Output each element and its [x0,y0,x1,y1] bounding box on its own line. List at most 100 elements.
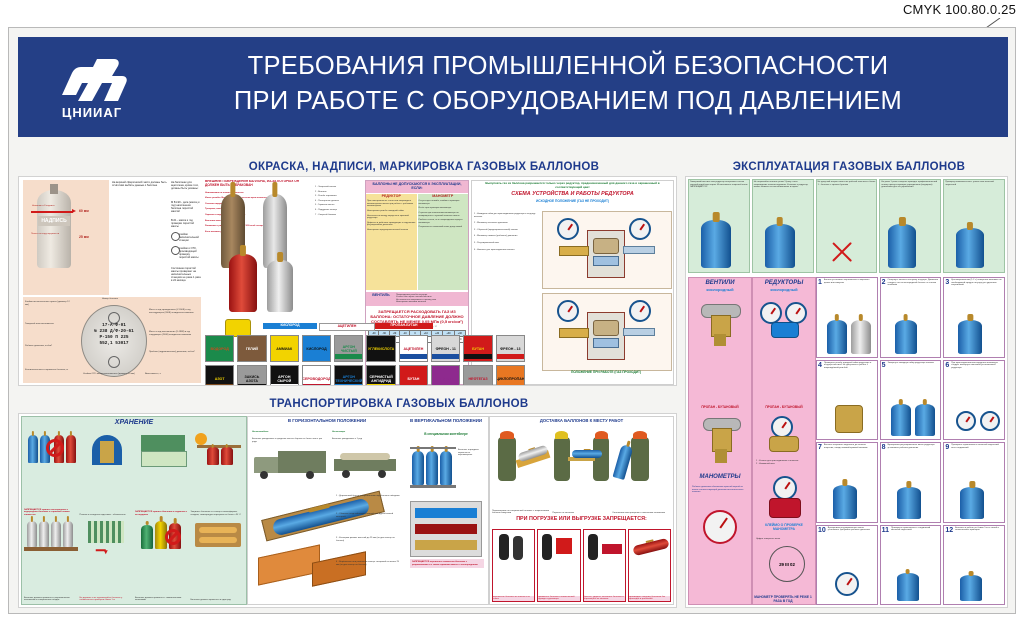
chip-label-16: БУТАН [407,376,420,381]
chip-band-12 [270,384,298,385]
op-top-card-0: Замерзший вентиль или редуктор отогреваю… [688,179,750,273]
chip-band-4 [335,354,363,359]
valve-i2: Не полностью закрывается проход газа [396,298,437,301]
chip-18: НЕФТЕГАЗ [463,365,493,385]
dim-25mm: 25 мм [79,235,89,239]
plate-line-1: 17-А-Ф-01 [102,323,126,328]
delivery-note-2: Кантование или вращение в наклонном поло… [612,512,665,515]
note-mass-b: В-01 - масса и год проверки пористой мас… [171,219,194,229]
delivery-note-1: Перенос на носилках [552,512,575,515]
vertical-title: В ВЕРТИКАЛЬНОМ ПОЛОЖЕНИИ [409,418,483,423]
scheme-item-1: 2 - Манометр высокого давления [474,222,508,225]
step-text-1: Баллон установить вертикально и закрепит… [823,279,870,284]
chip-label-12: АРГОН СЫРОЙ [277,374,292,383]
forbid-title: ПРИ ПОГРУЗКЕ ИЛИ ВЫГРУЗКЕ ЗАПРЕЩАЕТСЯ: [516,516,647,522]
prokladka-2: 2 - Обмотка гнёзд войлоком, резиной или … [336,513,394,518]
valves-title: ВЕНТИЛИ [705,280,735,286]
chip-8: БУТАН [463,335,493,362]
poster-header: ЦНИИАГ ТРЕБОВАНИЯ ПРОМЫШЛЕННОЙ БЕЗОПАСНО… [18,37,1008,137]
operation-steps-grid: 1 Баллон установить вертикально и закреп… [816,277,1005,605]
valves-sub-lpg: ПРОПАН - БУТАНОВЫЙ [701,405,739,409]
reducer-legend-0: 1 - Клапан для присоединения к шлангам [756,460,799,462]
part-0: 1 - Защитный колпак [315,186,337,188]
chip-band-14 [335,384,363,385]
valves-column: ВЕНТИЛИ кислородный ПРОПАН - БУТАНОВЫЙ М… [688,277,752,605]
gas-blue-label: КИСЛОРОД [263,323,317,329]
forbid-note-1: применять баллоны в замасленной одежде и… [538,595,580,601]
chip-band-13 [302,384,331,385]
reducer-diagram-top [542,211,672,289]
gauge-footer: МАНОМЕТР ПРОВЕРЯТЬ НЕ РЕЖЕ 1 РАЗА В ГОД [754,595,812,603]
step-card: 6 При присоединении кислородного маномет… [943,359,1005,440]
poster-frame: ЦНИИАГ ТРЕБОВАНИЯ ПРОМЫШЛЕННОЙ БЕЗОПАСНО… [8,27,1016,614]
chip-0: ВОДОРОД [205,335,235,362]
residual-pressure-note: ЗАПРЕЩАЕТСЯ РАСХОДОВАТЬ ГАЗ ИЗ БАЛЛОНА: … [370,308,464,324]
reject-c1-i3: Разбито стекло, есть повреждения корпуса… [418,219,463,224]
storage-cell: Баллоны должны храниться с навинченными … [135,519,189,603]
chip-label-5: УГЛЕКИСЛОТА [368,346,395,351]
step-card: 8 Вращением регулировочного винта редукт… [879,442,942,523]
vertical-sub: В специальном контейнере [424,432,468,436]
defects-title: ВНЕШНИЕ ПОВРЕЖДЕНИЯ БАЛЛОНА, ИЗ-ЗА КОТОР… [205,180,300,187]
chip-15: СЕРНИСТЫЙ АНГИДРИД [366,365,396,385]
horizontal-b-label: На автокаре [332,431,346,433]
storage-cell: Защитить баллоны от солнца и атмосферных… [191,433,245,517]
note-top-mid: На баллонах для ацетилена, кроме того, д… [171,181,199,191]
step-text-7: Вентиль открывать медленно до полного от… [823,444,868,449]
prokladka-3: 3 - Кольцами резины высотой до 25 мм (по… [336,537,395,542]
chip-1: ГЕЛИЙ [237,335,267,362]
op-top-text-0: Замерзший вентиль или редуктор отогреваю… [690,181,748,189]
chip-band-10 [206,384,234,385]
step-number-7: 7 [818,444,822,451]
valve-i0: Повреждения резьбы штуцера [396,293,428,296]
reject-c0-i2: Неплотности между корпусом и крышкой ред… [367,214,409,220]
delivery-title: ДОСТАВКА БАЛЛОНОВ К МЕСТУ РАБОТ [539,418,624,423]
step-text-11: Проверить герметичность соединений мыльн… [891,526,931,532]
note-stamp-2: клеймо и ОТК, производящей проверку пори… [179,247,199,260]
horizontal-title: В ГОРИЗОНТАЛЬНОМ ПОЛОЖЕНИИ [287,418,367,423]
title-line-2: ПРИ РАБОТЕ С ОБОРУДОВАНИЕМ ПОД ДАВЛЕНИЕМ [233,87,903,115]
cmyk-annotation: CMYK 100.80.0.25 [902,2,1016,17]
reject-col-1-head: МАНОМЕТР [432,193,454,198]
reject-col-0-head: РЕДУКТОР [381,193,401,198]
valve-i1: Утечка газа через сальник вентиля [396,296,432,299]
reducer-diagram-bottom [542,293,672,371]
forbid-note-0: переносить баллоны на плечах и на спине [493,595,535,601]
cylinder-parts-illustration [215,180,345,318]
parts-legend: 1 - Защитный колпак 2 - Вентиль 3 - Резь… [315,185,363,235]
delivery-cell: Перемещение на специальной тележке с зак… [492,431,551,515]
chip-label-9: ФРЕОН - 13 [500,346,521,351]
scheme-item-4: 5 - Регулировочный винт [474,241,500,244]
horizontal-a-label: На автомобиле [252,431,269,433]
storage-note-4: Баллоны должны храниться в вертикальном … [24,596,70,602]
storage-cell: ЗАПРЕЩАЕТСЯ хранить баллоны в подвалах и… [135,433,189,517]
passport-plate-callouts: 17-А-Ф-01 № 238 Д/Ф-20-61 Р-150 П 225 55… [23,297,201,383]
reject-title: БАЛЛОНЫ НЕ ДОПУСКАЮТСЯ К ЭКСПЛУАТАЦИИ, Е… [366,181,468,193]
note-mass-m: М 81-99 - дата (месяц и год) наполнения … [171,201,200,214]
operation-top-row: Замерзший вентиль или редуктор отогреваю… [688,179,1005,273]
note-top-left: На верхней сферической части должны быть… [112,181,167,188]
scheme-title: СХЕМА УСТРОЙСТВА И РАБОТЫ РЕДУКТОРА [511,191,634,198]
storage-cell: Баллоны должны храниться в один ряд [191,519,245,603]
chip-label-13: СЕРОВОДОРОД [302,376,331,381]
step-number-11: 11 [881,526,890,534]
op-top-card-2: Не допускай нагрев газов и их работой га… [815,179,878,273]
part-5: 6 - Поддувное кольцо [315,208,337,211]
part-2: 3 - Резьба горловины [315,195,337,198]
chip-label-1: ГЕЛИЙ [245,346,258,351]
reject-c1-i0: Отсутствует пломба, клеймо о проверке ма… [418,200,460,205]
note-stamp-1: клеймо наполнительной станции [179,233,199,243]
op-top-text-1: Не открывайте вентиль резко! Сразу стало… [753,181,809,189]
chip-3: КИСЛОРОД [301,335,332,362]
reject-c0-i1: Неисправны резьбы накидной гайки [367,210,404,213]
forbid-note-3: производить погрузку баллонов без прокла… [628,595,670,601]
storage-cell: Не держите и не перемещайте баллоны у от… [80,519,134,603]
step-card: 5 Завернуть накидную гайку редуктора клю… [879,359,942,440]
valve-block-head: ВЕНТИЛЬ [372,292,390,297]
callout-7: Фактическая масса порожнего баллона, кг [25,369,69,371]
gas-color-chip-grid: ВОДОРОД ГЕЛИЙ АММИАК КИСЛОРОД АРГОН ЧИСТ… [205,335,525,385]
transport-card: ХРАНЕНИЕ ЗАПРЕЩАЕТСЯ хранить кислородные… [18,413,677,608]
step-text-9: Проверить герметичность мыльной эмульсие… [951,444,999,449]
reject-c1-i4: Погрешность показаний выше допустимой [418,226,462,229]
step-text-10: Вращением регулировочного винта установи… [827,526,870,532]
